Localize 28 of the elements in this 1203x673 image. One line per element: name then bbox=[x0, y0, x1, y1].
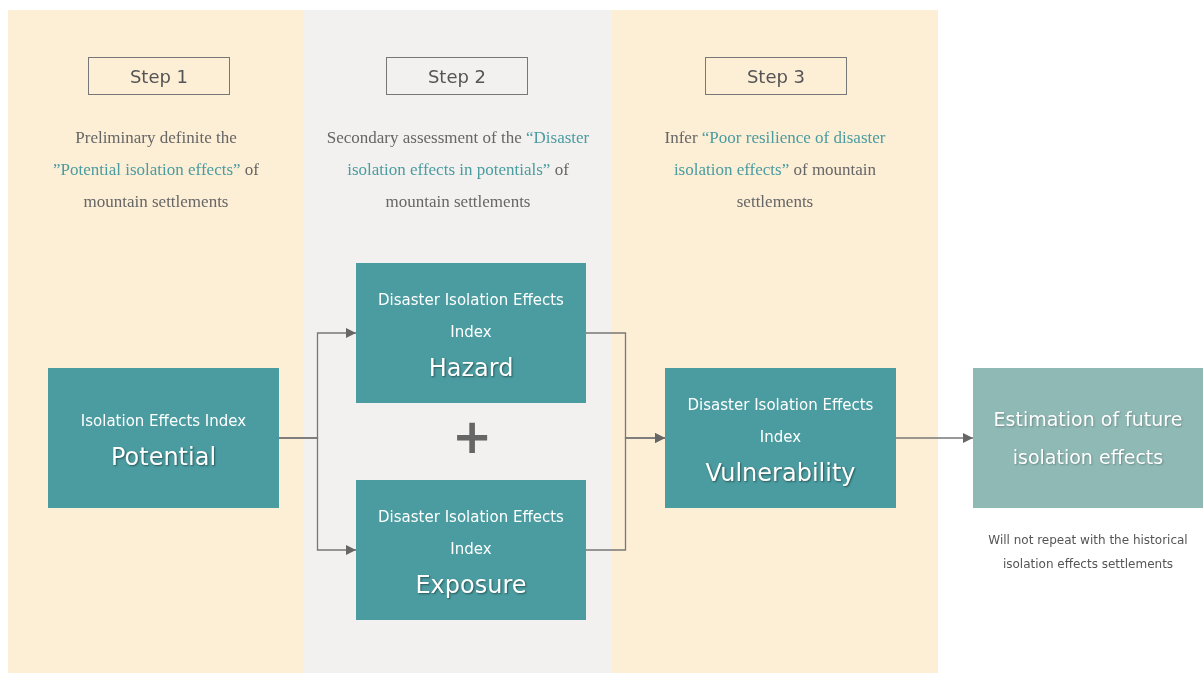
connector-arrow bbox=[278, 437, 357, 555]
index-name: Vulnerability bbox=[705, 459, 856, 487]
result-box bbox=[973, 368, 1203, 508]
step-description: Infer “Poor resilience of disaster isolation effects” of mountain settlements bbox=[664, 127, 886, 213]
index-heading: Disaster Isolation Effects Index bbox=[377, 290, 565, 343]
step-label: Step 1 bbox=[88, 57, 230, 95]
step-description: Preliminary definite the ”Potential isolation effects” of mountain settlements bbox=[52, 127, 260, 213]
connector-arrow bbox=[585, 433, 666, 551]
index-name: Estimation of future isolation effects bbox=[992, 407, 1184, 470]
step-column bbox=[612, 10, 938, 673]
step-description: Secondary assessment of the “Disaster isolation effects in potentials” of mountain settlements bbox=[326, 127, 590, 213]
connector-arrow bbox=[895, 433, 974, 443]
index-box bbox=[356, 480, 586, 620]
index-name: Exposure bbox=[415, 571, 527, 599]
index-heading: Isolation Effects Index bbox=[80, 411, 247, 432]
note-text: Will not repeat with the historical isolation effects settlements bbox=[987, 532, 1189, 573]
index-box bbox=[48, 368, 279, 508]
step-label: Step 3 bbox=[705, 57, 847, 95]
index-name: Potential bbox=[110, 443, 217, 471]
step-column bbox=[304, 10, 612, 673]
index-box bbox=[356, 263, 586, 403]
step-column bbox=[8, 10, 304, 673]
index-heading: Disaster Isolation Effects Index bbox=[377, 507, 565, 560]
index-name: Hazard bbox=[428, 354, 514, 382]
step-label: Step 2 bbox=[386, 57, 528, 95]
index-heading: Disaster Isolation Effects Index bbox=[686, 395, 875, 448]
plus-sign: + bbox=[452, 412, 493, 460]
index-box bbox=[665, 368, 896, 508]
